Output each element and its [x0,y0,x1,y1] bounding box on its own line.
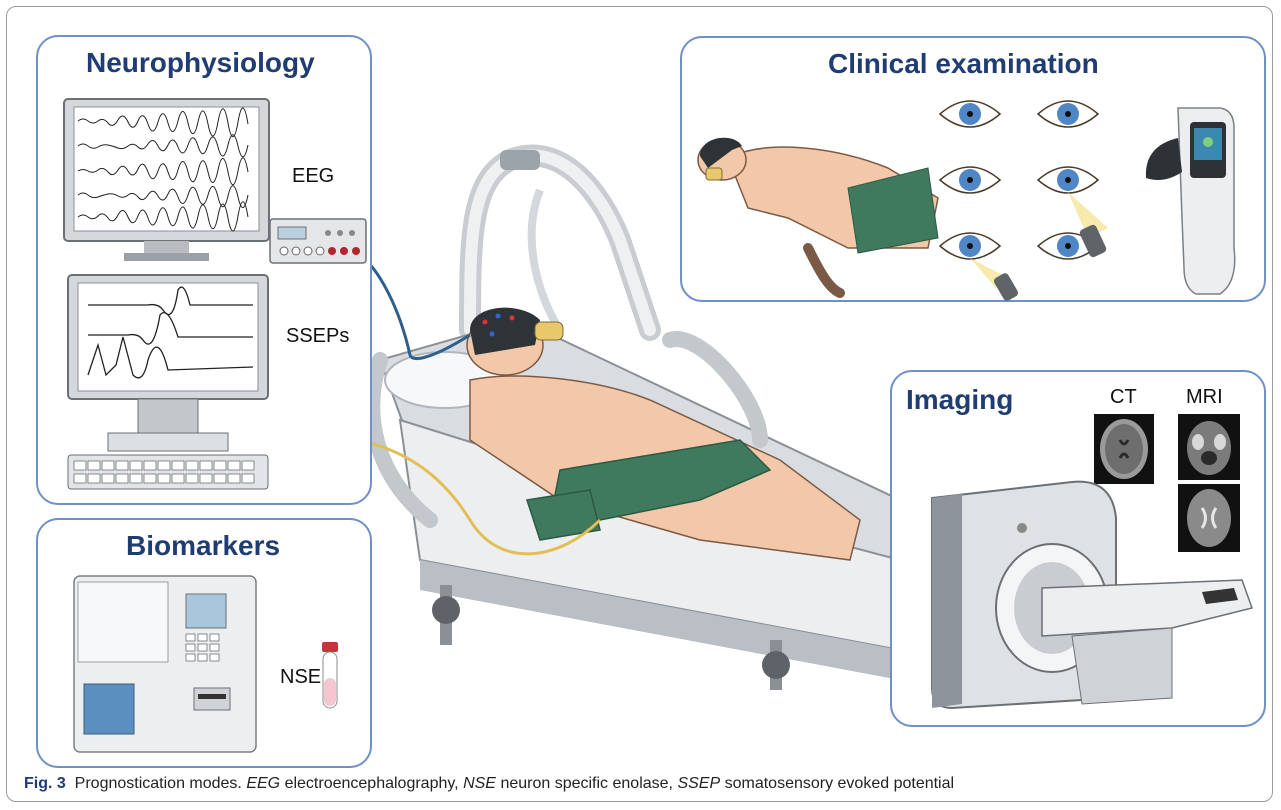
mri-label: MRI [1186,386,1223,408]
neurophysiology-title: Neurophysiology [86,47,315,78]
biomarkers-panel: Biomarkers NSE [36,518,372,768]
lab-analyzer [73,575,257,753]
ssep-monitor [67,274,269,490]
eeg-label: EEG [292,165,335,187]
pupil-eyes-grid [938,100,1108,301]
caption-def-nse: neuron specific enolase, [500,775,673,792]
ct-label: CT [1110,386,1137,408]
caption-def-ssep: somatosensory evoked potential [724,775,955,792]
biomarkers-title: Biomarkers [126,530,281,561]
figure-caption: Fig. 3 Prognostication modes. EEG electr… [24,775,954,793]
caption-def-eeg: electroencephalography, [284,775,459,792]
caption-abbr-eeg: EEG [246,775,281,792]
clinical-examination-title: Clinical examination [828,48,1099,79]
caption-lead: Prognostication modes. [74,775,242,792]
figure-number: Fig. 3 [24,775,66,792]
blood-tube-icon [322,642,338,709]
figure-frame [6,6,1273,802]
imaging-title: Imaging [906,384,1014,415]
clinical-examination-panel: Clinical examination [680,36,1266,302]
mri-scan-images [1178,414,1240,552]
eeg-amplifier [269,218,367,264]
caption-abbr-nse: NSE [463,775,496,792]
ssep-label: SSEPs [286,325,350,347]
caption-abbr-ssep: SSEP [677,775,721,792]
pupillometer-device [1145,107,1236,295]
neurophysiology-panel: Neurophysiology EEG SSEPs [36,35,372,505]
supine-patient [697,137,939,298]
imaging-panel: Imaging CT MRI [890,370,1266,727]
mri-scanner [931,480,1253,710]
nse-label: NSE [280,666,322,688]
ct-scan-image [1094,414,1154,484]
eeg-monitor [63,98,270,261]
